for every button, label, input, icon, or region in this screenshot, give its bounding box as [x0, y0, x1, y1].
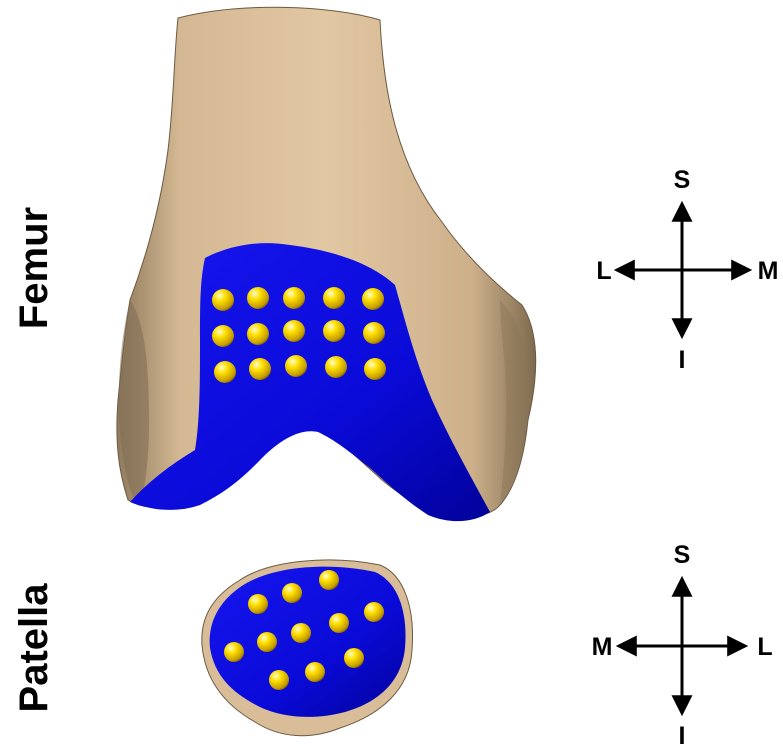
patella-marker — [305, 662, 325, 682]
femur-marker — [323, 320, 345, 342]
femur-right-label: M — [758, 257, 779, 285]
femur-marker — [212, 325, 234, 347]
patella-marker — [269, 670, 289, 690]
patella-orientation-compass: S I M L — [592, 541, 773, 749]
femur-marker — [247, 323, 269, 345]
femur-label: Femur — [12, 207, 56, 329]
patella-superior-label: S — [674, 541, 691, 569]
femur-marker — [363, 322, 385, 344]
patella-label: Patella — [12, 583, 56, 713]
patella-marker — [257, 632, 277, 652]
femur-marker — [362, 288, 384, 310]
femur-inferior-label: I — [679, 346, 686, 374]
femur-marker — [323, 287, 345, 309]
femur-superior-label: S — [674, 166, 691, 194]
patella-marker — [291, 623, 311, 643]
patella-inferior-label: I — [679, 722, 686, 749]
femur-marker — [283, 287, 305, 309]
patella-right-label: L — [757, 633, 772, 661]
patella-marker — [344, 648, 364, 668]
patella-left-label: M — [592, 633, 613, 661]
femur-marker — [364, 358, 386, 380]
femur-left-label: L — [596, 257, 611, 285]
femur-orientation-compass: S I L M — [596, 166, 778, 374]
patella-marker — [282, 583, 302, 603]
femur-marker — [212, 289, 234, 311]
femur-bone — [117, 7, 536, 521]
femur-marker — [283, 320, 305, 342]
patella-marker — [224, 642, 244, 662]
femur-marker — [285, 355, 307, 377]
femur-marker — [247, 287, 269, 309]
femur-marker — [249, 358, 271, 380]
patella-marker — [319, 570, 339, 590]
patella-marker — [364, 602, 384, 622]
femur-marker — [214, 361, 236, 383]
femur-marker — [325, 356, 347, 378]
patella-marker — [329, 613, 349, 633]
patella-marker — [248, 594, 268, 614]
